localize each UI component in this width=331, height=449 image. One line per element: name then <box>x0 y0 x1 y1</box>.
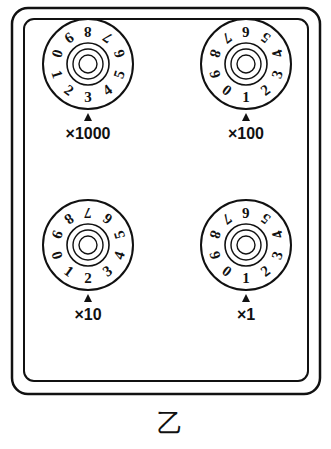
dial-digit: 6 <box>242 24 250 39</box>
pointer-mark <box>242 113 250 121</box>
outer-case <box>12 8 320 394</box>
dial-rim <box>43 19 133 109</box>
dial-knob <box>225 43 267 85</box>
dial-digit: 1 <box>242 90 250 105</box>
dial-digit: 2 <box>84 271 92 286</box>
dial-rim <box>43 200 133 290</box>
dial-digit: 7 <box>84 205 92 220</box>
dial-digit: 6 <box>242 205 250 220</box>
dial-knob-inner <box>231 230 261 260</box>
dial-digit: 1 <box>242 271 250 286</box>
multiplier-label: ×10 <box>74 307 101 323</box>
dial-knob <box>67 224 109 266</box>
multiplier-label: ×1000 <box>66 126 111 142</box>
dial-rim <box>201 19 291 109</box>
dial-knob-inner <box>73 49 103 79</box>
multiplier-label: ×1 <box>237 307 255 323</box>
dial-hub <box>237 55 255 73</box>
pointer-mark <box>84 113 92 121</box>
dial-knob-inner <box>73 230 103 260</box>
dial-knob <box>67 43 109 85</box>
dial-knob-inner <box>231 49 261 79</box>
pointer-mark <box>84 294 92 302</box>
figure-label: 乙 <box>157 410 183 436</box>
inner-panel <box>24 19 308 381</box>
dials <box>43 19 291 302</box>
multiplier-label: ×100 <box>228 126 264 142</box>
dial-digit: 3 <box>84 90 92 105</box>
dial-hub <box>237 236 255 254</box>
dial-digit: 8 <box>84 24 92 39</box>
dial-hub <box>79 236 97 254</box>
dial-knob <box>225 224 267 266</box>
dial-hub <box>79 55 97 73</box>
dial-rim <box>201 200 291 290</box>
pointer-mark <box>242 294 250 302</box>
